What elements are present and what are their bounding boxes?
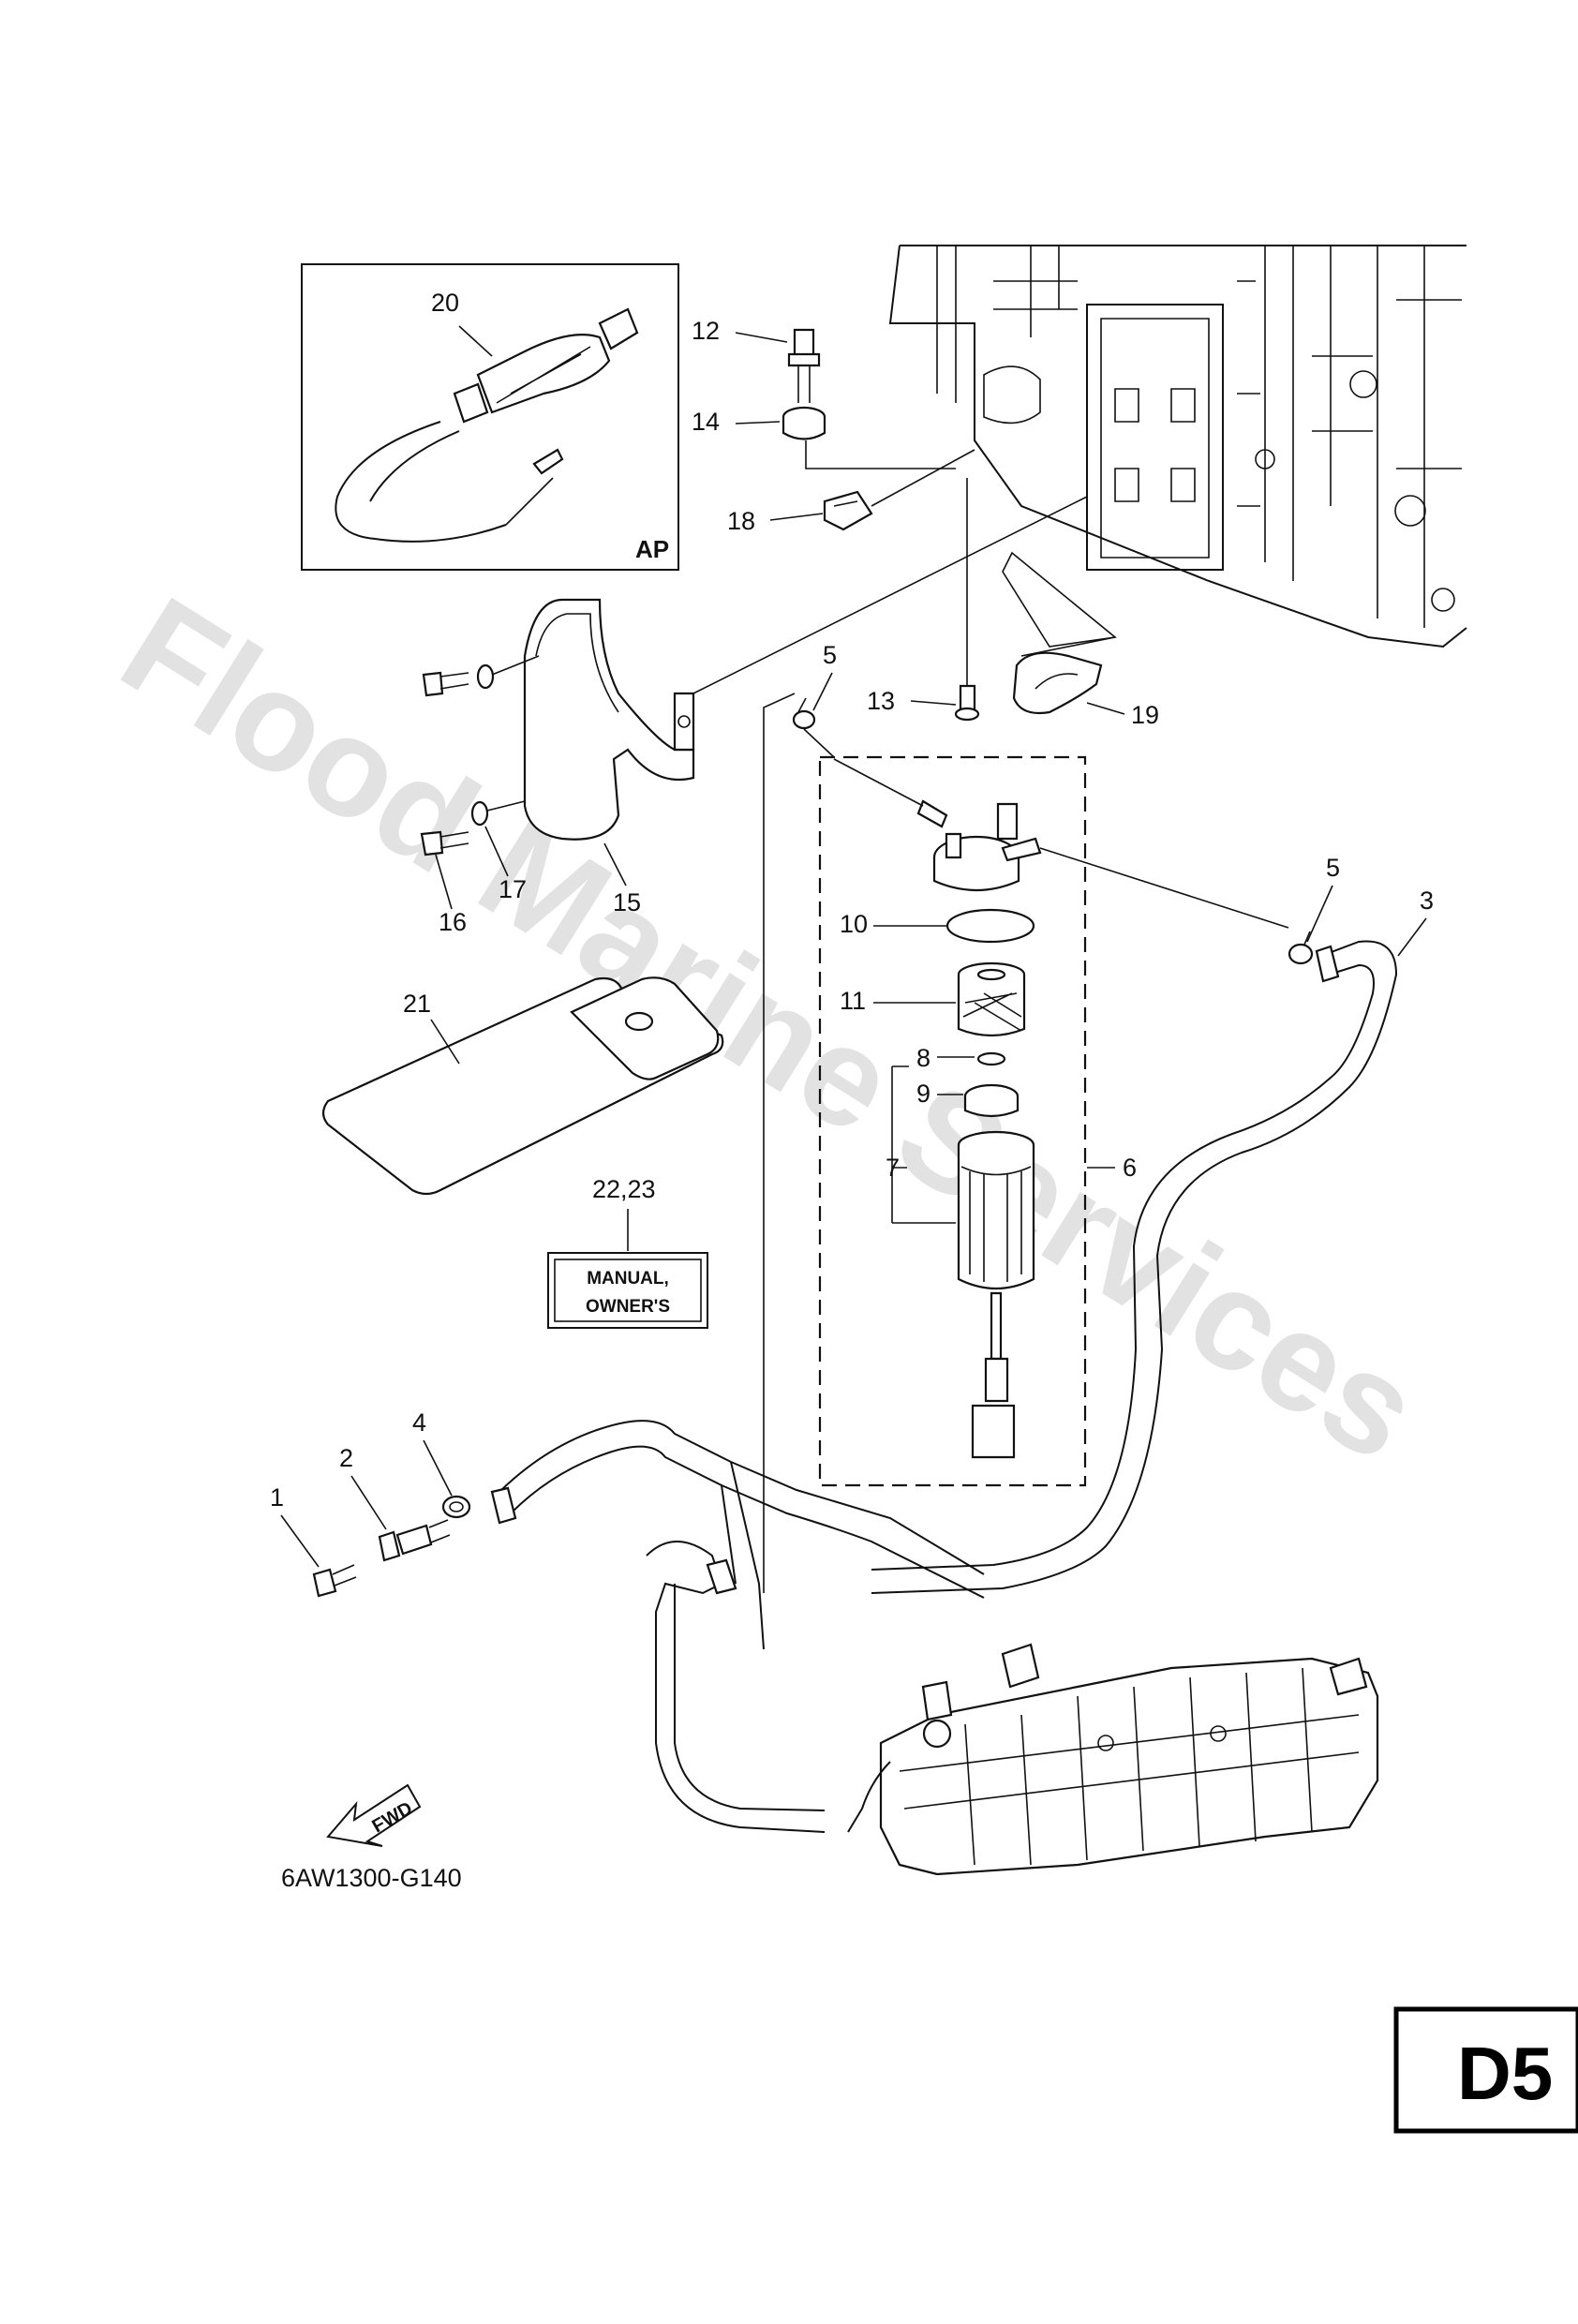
callout-2: 2	[339, 1444, 353, 1472]
callout-15: 15	[613, 888, 641, 916]
grommet-14-icon	[782, 406, 826, 440]
ring-8-icon	[976, 1051, 1006, 1066]
accessory-box: AP 20	[301, 263, 679, 571]
washer-17-icon	[470, 800, 489, 827]
bracket-15-icon	[523, 598, 695, 841]
clip-5b-icon	[1288, 931, 1314, 965]
accessory-box-label: AP	[635, 535, 669, 563]
page-id-box: D5	[1393, 2006, 1578, 2134]
callout-1: 1	[270, 1483, 284, 1512]
watermark: Flood Marine Services	[97, 567, 1445, 1491]
bolt-upper-icon	[422, 663, 495, 697]
clip-5a-icon	[792, 697, 816, 730]
bag-21-icon	[321, 976, 724, 1196]
clip-18-icon	[823, 490, 873, 531]
primer-bulb-icon	[335, 307, 639, 543]
callout-22-23: 22,23	[592, 1175, 656, 1203]
fuel-hose-3-icon	[871, 940, 1398, 1594]
manual-line-1: MANUAL,	[587, 1269, 669, 1289]
clip-4-icon	[441, 1495, 471, 1519]
callout-21: 21	[403, 990, 431, 1018]
callout-14: 14	[692, 408, 720, 436]
callout-19: 19	[1131, 701, 1159, 729]
callout-4: 4	[412, 1408, 426, 1437]
lower-hose-icon	[490, 1420, 985, 1833]
fitting-1-icon	[312, 1564, 357, 1598]
fwd-arrow-icon: FWD	[326, 1783, 422, 1847]
bolt-12-icon	[787, 328, 821, 403]
engine-block	[888, 245, 1467, 648]
callout-5a: 5	[823, 641, 837, 669]
callout-8: 8	[916, 1044, 930, 1072]
diagram-part-number: 6AW1300-G140	[281, 1864, 462, 1892]
callout-3: 3	[1420, 886, 1434, 915]
filter-element-11-icon	[957, 961, 1026, 1037]
manual-line-2: OWNER'S	[586, 1297, 670, 1317]
callout-11: 11	[840, 987, 866, 1015]
callout-6: 6	[1123, 1154, 1137, 1182]
callout-17: 17	[499, 875, 527, 903]
filter-head-icon	[916, 799, 1042, 892]
callout-9: 9	[916, 1080, 930, 1108]
callout-12: 12	[692, 317, 720, 345]
callout-10: 10	[840, 910, 868, 938]
fitting-2-icon	[378, 1519, 451, 1562]
owners-manual-box: MANUAL, OWNER'S	[547, 1252, 708, 1329]
watermark-text: Flood Marine Services	[97, 567, 1445, 1491]
fwd-label: FWD	[369, 1798, 416, 1838]
fuel-filter-assembly-box	[818, 755, 1087, 1487]
fuel-filter-icon	[957, 1130, 1035, 1459]
callout-16: 16	[439, 908, 467, 936]
callout-18: 18	[727, 507, 755, 535]
cap-9-icon	[963, 1083, 1020, 1118]
callout-20: 20	[431, 289, 459, 317]
fuel-pump-assembly-icon	[847, 1643, 1379, 1876]
page-id: D5	[1457, 2032, 1553, 2115]
callout-5b: 5	[1326, 854, 1340, 882]
fitting-13-icon	[954, 684, 980, 722]
bolt-16-icon	[420, 830, 469, 857]
callout-13: 13	[867, 687, 895, 715]
clamp-19-icon	[1012, 651, 1103, 715]
o-ring-10-icon	[945, 908, 1035, 944]
